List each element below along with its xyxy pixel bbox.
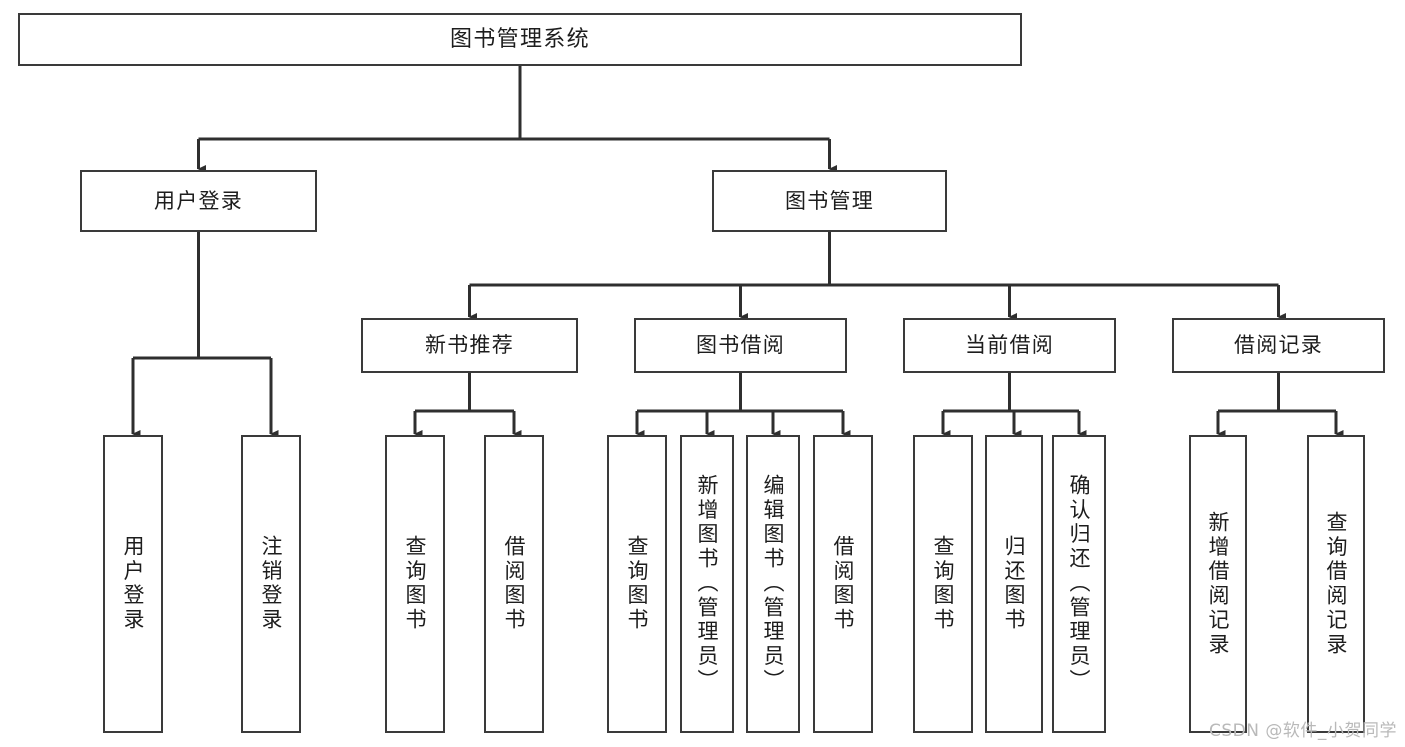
node-new-book-recommend[interactable]: 新书推荐 bbox=[361, 318, 578, 373]
node-leaf-user-login-label: 用户登录 bbox=[121, 535, 146, 633]
node-leaf-logout-label: 注销登录 bbox=[259, 535, 284, 633]
node-leaf-return-book[interactable]: 归还图书 bbox=[985, 435, 1043, 733]
node-current-borrow[interactable]: 当前借阅 bbox=[903, 318, 1116, 373]
node-book-management[interactable]: 图书管理 bbox=[712, 170, 947, 232]
node-current-borrow-label: 当前借阅 bbox=[964, 333, 1055, 358]
node-borrow-record[interactable]: 借阅记录 bbox=[1172, 318, 1385, 373]
node-leaf-add-record[interactable]: 新增借阅记录 bbox=[1189, 435, 1247, 733]
node-leaf-logout[interactable]: 注销登录 bbox=[241, 435, 301, 733]
node-leaf-query-book-b-label: 查询图书 bbox=[625, 535, 650, 633]
csdn-watermark: CSDN @软件_小贺同学 bbox=[1208, 721, 1397, 741]
node-leaf-query-book-c[interactable]: 查询图书 bbox=[913, 435, 973, 733]
node-leaf-edit-book-label: 编辑图书（管理员） bbox=[761, 474, 786, 694]
node-leaf-user-login[interactable]: 用户登录 bbox=[103, 435, 163, 733]
node-leaf-query-book-b[interactable]: 查询图书 bbox=[607, 435, 667, 733]
node-leaf-query-book-c-label: 查询图书 bbox=[931, 535, 956, 633]
node-leaf-borrow-book-b-label: 借阅图书 bbox=[831, 535, 856, 633]
node-user-login-label: 用户登录 bbox=[153, 188, 244, 213]
node-leaf-query-record-label: 查询借阅记录 bbox=[1324, 510, 1349, 658]
node-book-borrow[interactable]: 图书借阅 bbox=[634, 318, 847, 373]
node-root[interactable]: 图书管理系统 bbox=[18, 13, 1022, 66]
node-leaf-query-book-a[interactable]: 查询图书 bbox=[385, 435, 445, 733]
node-leaf-query-record[interactable]: 查询借阅记录 bbox=[1307, 435, 1365, 733]
node-leaf-borrow-book-a[interactable]: 借阅图书 bbox=[484, 435, 544, 733]
node-book-borrow-label: 图书借阅 bbox=[695, 333, 786, 358]
node-leaf-add-book[interactable]: 新增图书（管理员） bbox=[680, 435, 734, 733]
node-leaf-add-record-label: 新增借阅记录 bbox=[1206, 510, 1231, 658]
node-book-management-label: 图书管理 bbox=[784, 188, 875, 213]
node-leaf-add-book-label: 新增图书（管理员） bbox=[695, 474, 720, 694]
node-leaf-edit-book[interactable]: 编辑图书（管理员） bbox=[746, 435, 800, 733]
node-borrow-record-label: 借阅记录 bbox=[1233, 333, 1324, 358]
node-leaf-confirm-return-label: 确认归还（管理员） bbox=[1067, 474, 1092, 694]
node-user-login[interactable]: 用户登录 bbox=[80, 170, 317, 232]
node-leaf-borrow-book-b[interactable]: 借阅图书 bbox=[813, 435, 873, 733]
node-leaf-confirm-return[interactable]: 确认归还（管理员） bbox=[1052, 435, 1106, 733]
node-root-label: 图书管理系统 bbox=[450, 26, 590, 52]
node-leaf-return-book-label: 归还图书 bbox=[1002, 535, 1027, 633]
node-leaf-borrow-book-a-label: 借阅图书 bbox=[502, 535, 527, 633]
node-leaf-query-book-a-label: 查询图书 bbox=[403, 535, 428, 633]
node-new-book-recommend-label: 新书推荐 bbox=[424, 333, 515, 358]
